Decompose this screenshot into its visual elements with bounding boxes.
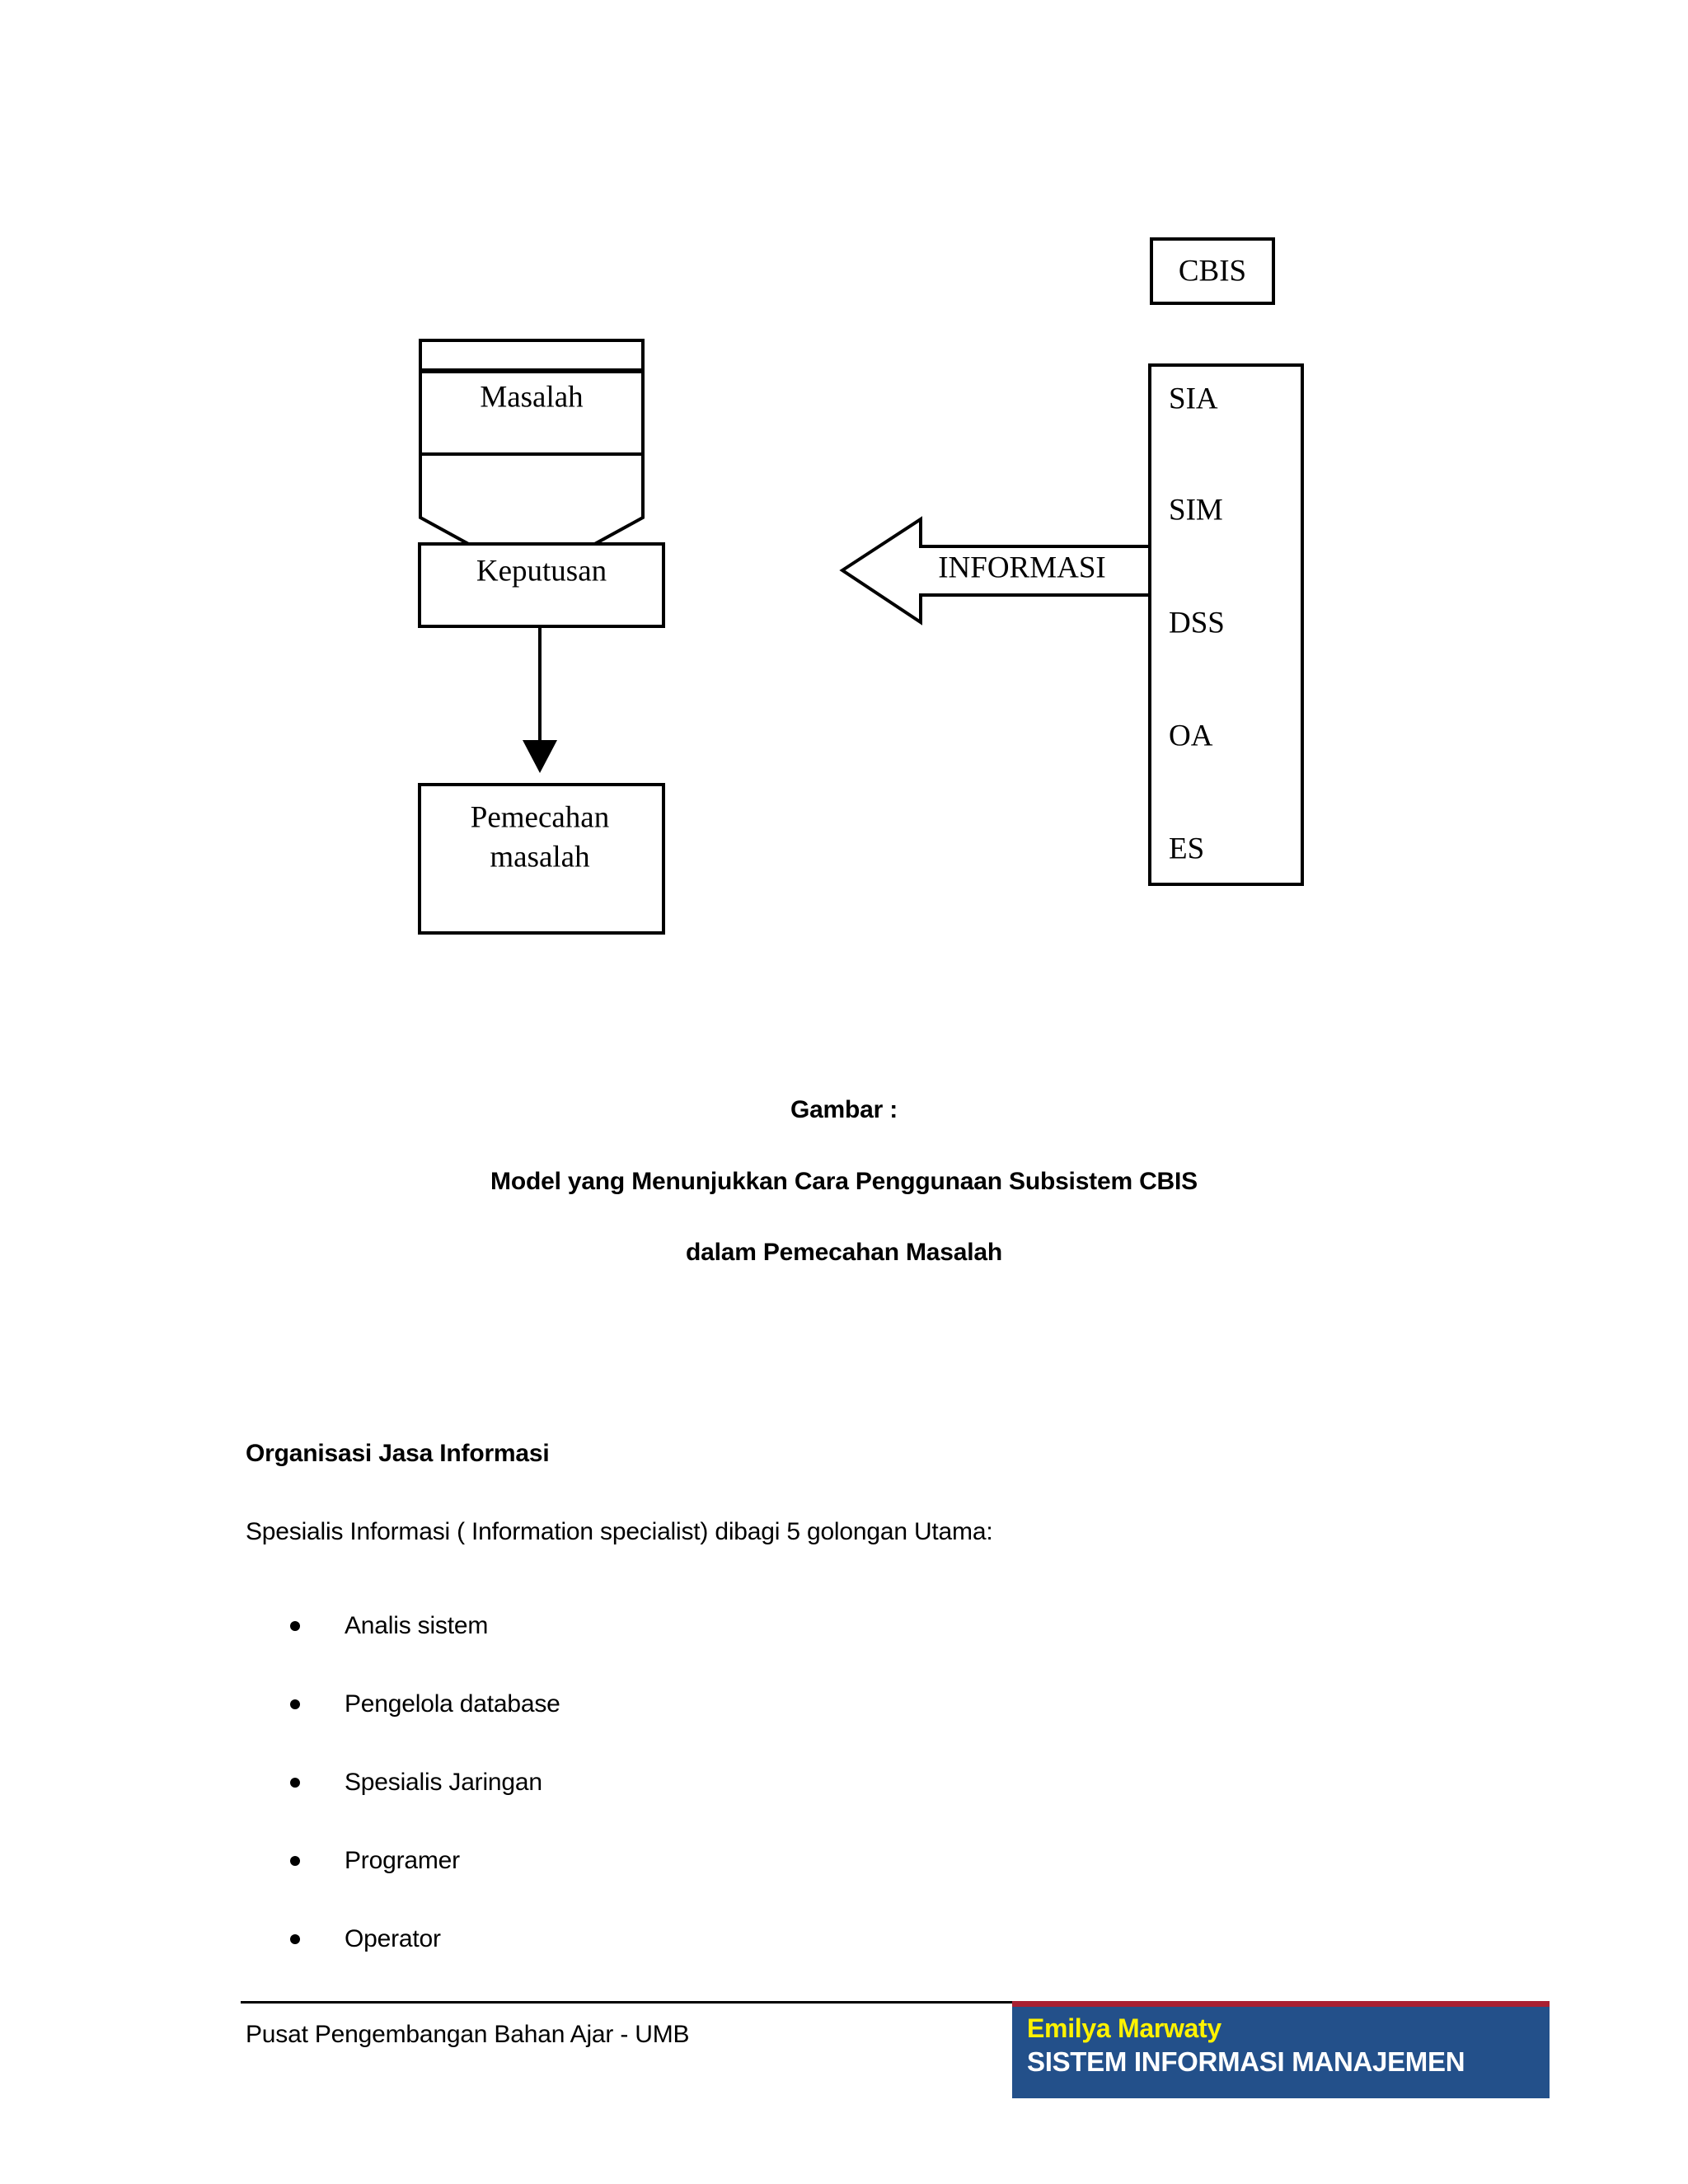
- informasi-arrow-label: INFORMASI: [938, 551, 1106, 584]
- list-item: Spesialis Jaringan: [246, 1743, 1235, 1821]
- list-item: Pengelola database: [246, 1665, 1235, 1743]
- specialist-list: Analis sistem Pengelola database Spesial…: [246, 1586, 1235, 1978]
- list-item-label: Operator: [345, 1925, 441, 1952]
- bullet-icon: [290, 1620, 300, 1631]
- bullet-icon: [290, 1855, 300, 1866]
- subsystem-label-dss: DSS: [1169, 606, 1225, 640]
- pemecahan-masalah-box: [418, 783, 665, 935]
- figure-caption-line-3: dalam Pemecahan Masalah: [686, 1239, 1002, 1266]
- subsystem-label-es: ES: [1169, 832, 1204, 865]
- cbis-box: [1150, 237, 1275, 305]
- bullet-icon: [290, 1933, 300, 1944]
- list-item: Analis sistem: [246, 1586, 1235, 1665]
- section-intro-paragraph: Spesialis Informasi ( Information specia…: [246, 1518, 993, 1545]
- footer-left-text: Pusat Pengembangan Bahan Ajar - UMB: [246, 2021, 690, 2048]
- pemecahan-masalah-label-line1: Pemecahan: [471, 800, 609, 834]
- pemecahan-masalah-label-line2: masalah: [490, 840, 590, 874]
- subsystem-label-sim: SIM: [1169, 493, 1223, 527]
- cbis-box-label: CBIS: [1179, 254, 1246, 288]
- footer-badge: Emilya Marwaty SISTEM INFORMASI MANAJEME…: [1012, 2001, 1550, 2098]
- list-item: Programer: [246, 1821, 1235, 1900]
- cbis-model-diagram: CBIS SIA SIM DSS OA ES INFORMASI Masalah…: [0, 0, 1688, 989]
- list-item-label: Spesialis Jaringan: [345, 1769, 542, 1796]
- subsystem-panel: [1148, 363, 1304, 886]
- section-heading: Organisasi Jasa Informasi: [246, 1440, 550, 1467]
- figure-caption-line-2: Model yang Menunjukkan Cara Penggunaan S…: [490, 1168, 1198, 1195]
- masalah-label: Masalah: [480, 380, 584, 414]
- footer-divider: [241, 2001, 1015, 2004]
- badge-course-title: SISTEM INFORMASI MANAJEMEN: [1027, 2046, 1465, 2077]
- bullet-icon: [290, 1777, 300, 1788]
- keputusan-label: Keputusan: [476, 554, 607, 588]
- bullet-icon: [290, 1699, 300, 1709]
- informasi-arrow: [839, 516, 1151, 626]
- figure-caption-line-1: Gambar :: [790, 1096, 898, 1123]
- subsystem-label-sia: SIA: [1169, 382, 1218, 415]
- list-item-label: Pengelola database: [345, 1690, 560, 1718]
- keputusan-box: [418, 542, 665, 628]
- keputusan-to-pemecahan-arrowhead: [523, 740, 557, 773]
- badge-author-name: Emilya Marwaty: [1027, 2013, 1221, 2043]
- list-item-label: Analis sistem: [345, 1612, 489, 1639]
- list-item-label: Programer: [345, 1847, 460, 1874]
- masalah-top-bar: [419, 339, 645, 372]
- list-item: Operator: [246, 1900, 1235, 1978]
- subsystem-label-oa: OA: [1169, 719, 1213, 752]
